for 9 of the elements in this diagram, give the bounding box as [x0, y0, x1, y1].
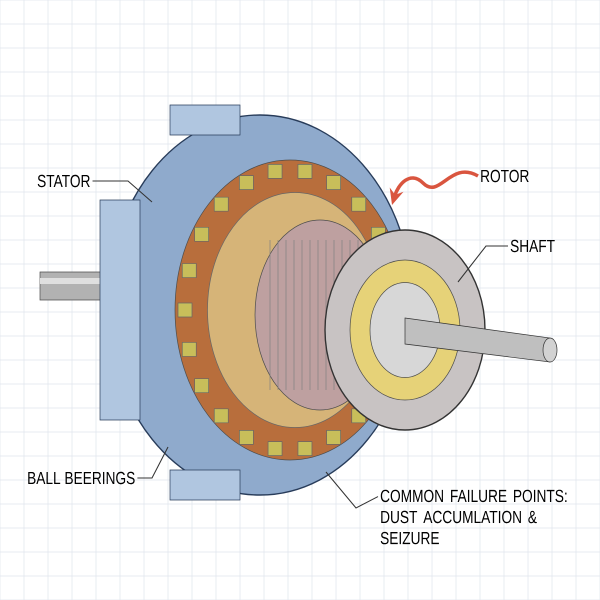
leader-line [137, 446, 168, 479]
part-label: SHAFT [510, 240, 555, 252]
part-label: BALL BEERINGS [28, 472, 135, 484]
part-label: ROTOR [481, 170, 529, 182]
part-label: STATOR [38, 174, 90, 188]
part-label: COMMON FAILURE POINTS: DUST ACCUMLATION & SEIZURE [380, 490, 566, 544]
leader-line [458, 245, 508, 282]
leader-line [326, 472, 378, 509]
leader-line [92, 180, 152, 202]
